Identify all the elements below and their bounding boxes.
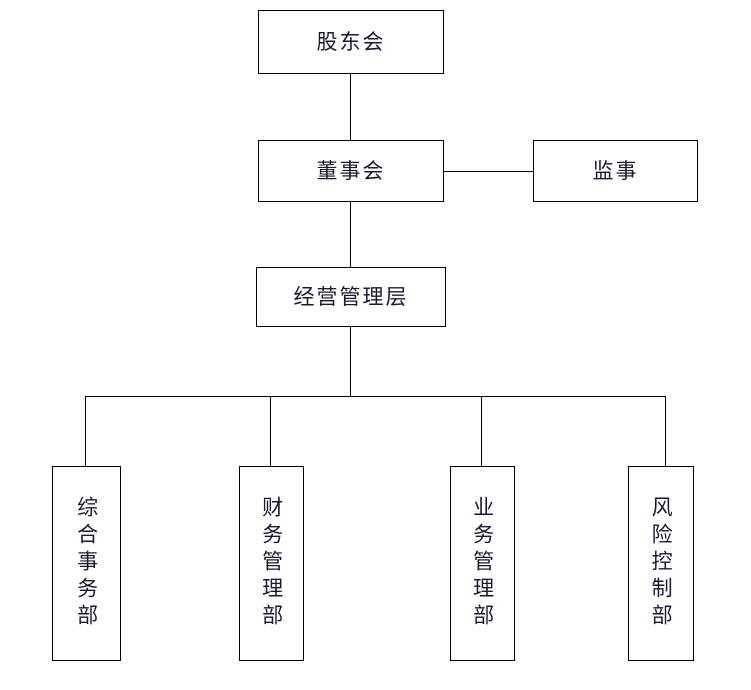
node-board-of-directors[interactable]: 董事会 — [258, 140, 444, 202]
node-label-board-of-directors: 董事会 — [316, 158, 386, 183]
connector-shareholders-to-board — [350, 74, 351, 140]
connector-drop-finance — [270, 396, 271, 466]
connector-drop-risk — [665, 396, 666, 466]
node-shareholders-meeting[interactable]: 股东会 — [258, 10, 444, 74]
node-department-business[interactable]: 业务管理部 — [450, 466, 515, 661]
node-department-risk-control[interactable]: 风险控制部 — [628, 466, 694, 661]
node-label-management-layer: 经营管理层 — [293, 284, 409, 309]
node-label-shareholders-meeting: 股东会 — [316, 29, 386, 54]
node-department-general-affairs[interactable]: 综合事务部 — [52, 466, 121, 661]
connector-board-to-management — [350, 202, 351, 270]
connector-management-stem — [350, 327, 351, 396]
node-label-department-risk-control: 风险控制部 — [649, 496, 674, 631]
connector-drop-business — [481, 396, 482, 466]
connector-drop-general-affairs — [85, 396, 86, 466]
node-management-layer[interactable]: 经营管理层 — [256, 267, 446, 327]
node-label-supervisor: 监事 — [592, 158, 639, 183]
node-label-department-finance: 财务管理部 — [259, 496, 284, 631]
connector-department-bus — [85, 396, 666, 397]
node-label-department-general-affairs: 综合事务部 — [74, 496, 99, 631]
node-supervisor[interactable]: 监事 — [533, 140, 698, 202]
connector-board-to-supervisor — [443, 171, 533, 172]
node-department-finance[interactable]: 财务管理部 — [239, 466, 304, 661]
node-label-department-business: 业务管理部 — [470, 496, 495, 631]
